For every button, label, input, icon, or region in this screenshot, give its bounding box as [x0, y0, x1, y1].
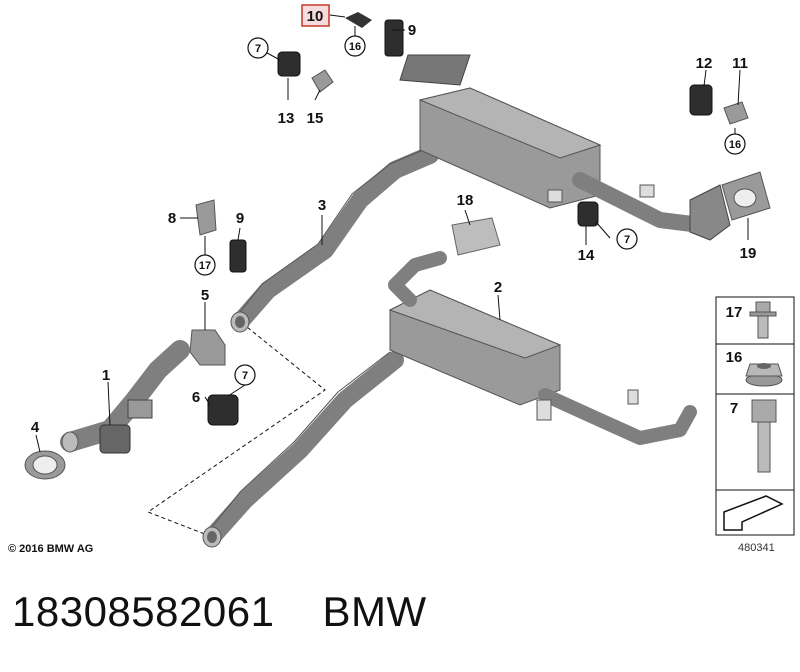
image-number: 480341: [738, 542, 775, 554]
callout-label-2: 2: [494, 279, 502, 296]
legend-label-17: 17: [726, 304, 743, 321]
circled-callouts: 16 7 16 7 17 7: [194, 35, 746, 386]
callout-label-4: 4: [31, 419, 40, 436]
rubber-mount-14: [577, 201, 599, 227]
circled-callout-16-upper: [344, 35, 366, 57]
legend-nut-16-icon: [745, 363, 783, 387]
circled-label-17: 17: [199, 260, 211, 272]
rubber-mount-6: [207, 394, 239, 426]
bolt-part-10: [345, 12, 372, 28]
front-pipe-assembly: [24, 340, 190, 480]
circled-label-7-a: 7: [255, 43, 261, 55]
circled-callout-7-c: [234, 364, 256, 386]
legend-label-16: 16: [726, 349, 743, 366]
callout-label-19: 19: [740, 245, 757, 262]
copyright-text: © 2016 BMW AG: [8, 543, 94, 555]
circled-label-16-right: 16: [729, 139, 741, 151]
callout-label-13: 13: [278, 110, 295, 127]
circled-callout-7-a: [247, 37, 269, 59]
legend-label-7: 7: [730, 400, 738, 417]
circled-callout-16-right: [724, 133, 746, 155]
callout-label-14: 14: [578, 247, 595, 264]
callout-label-6: 6: [192, 389, 200, 406]
rubber-mount-13: [277, 51, 301, 77]
callout-label-18: 18: [457, 192, 474, 209]
fastener-legend: 17 16 7: [715, 296, 795, 536]
callout-label-12: 12: [696, 55, 713, 72]
callout-label-15: 15: [307, 110, 324, 127]
circled-label-16-upper: 16: [349, 41, 361, 53]
upper-exhaust-assembly: [230, 54, 731, 333]
callout-label-9-upper: 9: [408, 22, 416, 39]
highlight-box-part-10: [301, 4, 330, 27]
legend-arrow-icon: [723, 495, 784, 531]
clamp-part-5: [189, 329, 226, 366]
bush-part-15: [311, 69, 334, 93]
tailpipe-tip-18: [451, 217, 501, 256]
callout-label-11: 11: [732, 55, 748, 72]
bracket-part-11: [723, 101, 749, 125]
lower-exhaust-assembly: [202, 251, 697, 548]
callout-label-8: 8: [168, 210, 176, 227]
callout-labels: 10 9 13 15 12 11 14 19 18 3 8 9 5 2 1 6 …: [31, 4, 757, 436]
legend-bolt-17-icon: [749, 301, 777, 339]
circled-label-7-c: 7: [242, 370, 248, 382]
callout-label-1: 1: [102, 367, 110, 384]
part-number: 18308582061: [12, 588, 275, 635]
circled-label-7-b: 7: [624, 234, 630, 246]
caption-line: 18308582061 BMW: [12, 588, 475, 636]
assembly-dashed-outline: [146, 322, 326, 541]
callout-label-10: 10: [307, 8, 324, 25]
callout-label-5: 5: [201, 287, 209, 304]
bracket-part-9-upper: [384, 19, 404, 57]
callout-label-9-lower: 9: [236, 210, 244, 227]
bracket-part-8: [195, 199, 217, 236]
circled-callout-7-b: [616, 228, 638, 250]
circled-callout-17: [194, 254, 216, 276]
brand-name: BMW: [322, 588, 427, 635]
rubber-mount-12: [689, 84, 713, 116]
legend-bolt-7-icon: [751, 399, 777, 473]
callout-label-3: 3: [318, 197, 326, 214]
bracket-part-9-lower: [229, 239, 247, 273]
